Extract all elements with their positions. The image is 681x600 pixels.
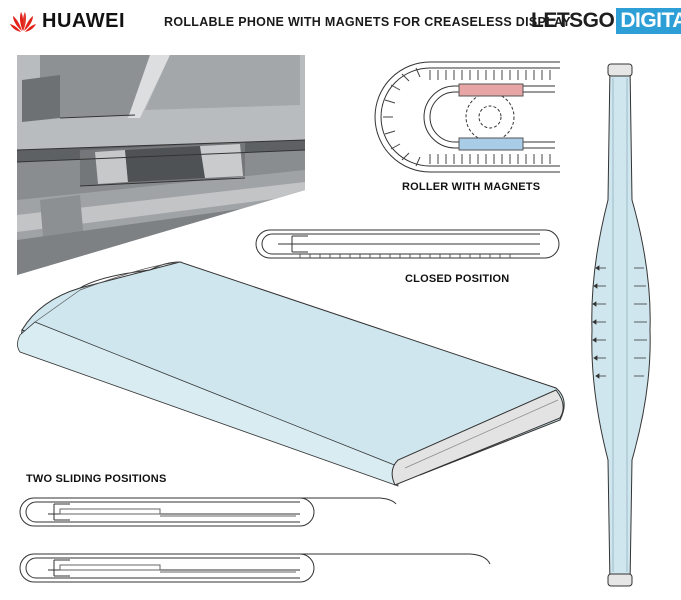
caption-sliding: TWO SLIDING POSITIONS bbox=[26, 473, 167, 485]
huawei-logo: HUAWEI bbox=[10, 10, 125, 33]
letsgodigital-logo: LETSGO DIGITAL bbox=[531, 8, 681, 34]
side-profile-diagram bbox=[591, 63, 651, 587]
brand-part-2: DIGITAL bbox=[616, 8, 681, 34]
page-title: ROLLABLE PHONE WITH MAGNETS FOR CREASELE… bbox=[164, 15, 571, 29]
huawei-flower-icon bbox=[10, 11, 36, 32]
sliding-position-2 bbox=[19, 553, 491, 583]
hinge-detail-drawing bbox=[17, 55, 305, 275]
brand-part-1: LETSGO bbox=[531, 9, 615, 32]
roller-magnet-diagram bbox=[374, 61, 560, 173]
caption-roller: ROLLER WITH MAGNETS bbox=[402, 181, 541, 193]
sliding-position-1 bbox=[19, 497, 397, 527]
rollable-phone-illustration bbox=[17, 261, 565, 487]
caption-closed: CLOSED POSITION bbox=[405, 273, 510, 285]
closed-position-diagram bbox=[255, 229, 560, 259]
header: HUAWEI ROLLABLE PHONE WITH MAGNETS FOR C… bbox=[0, 0, 681, 44]
logo-text: HUAWEI bbox=[42, 10, 125, 32]
